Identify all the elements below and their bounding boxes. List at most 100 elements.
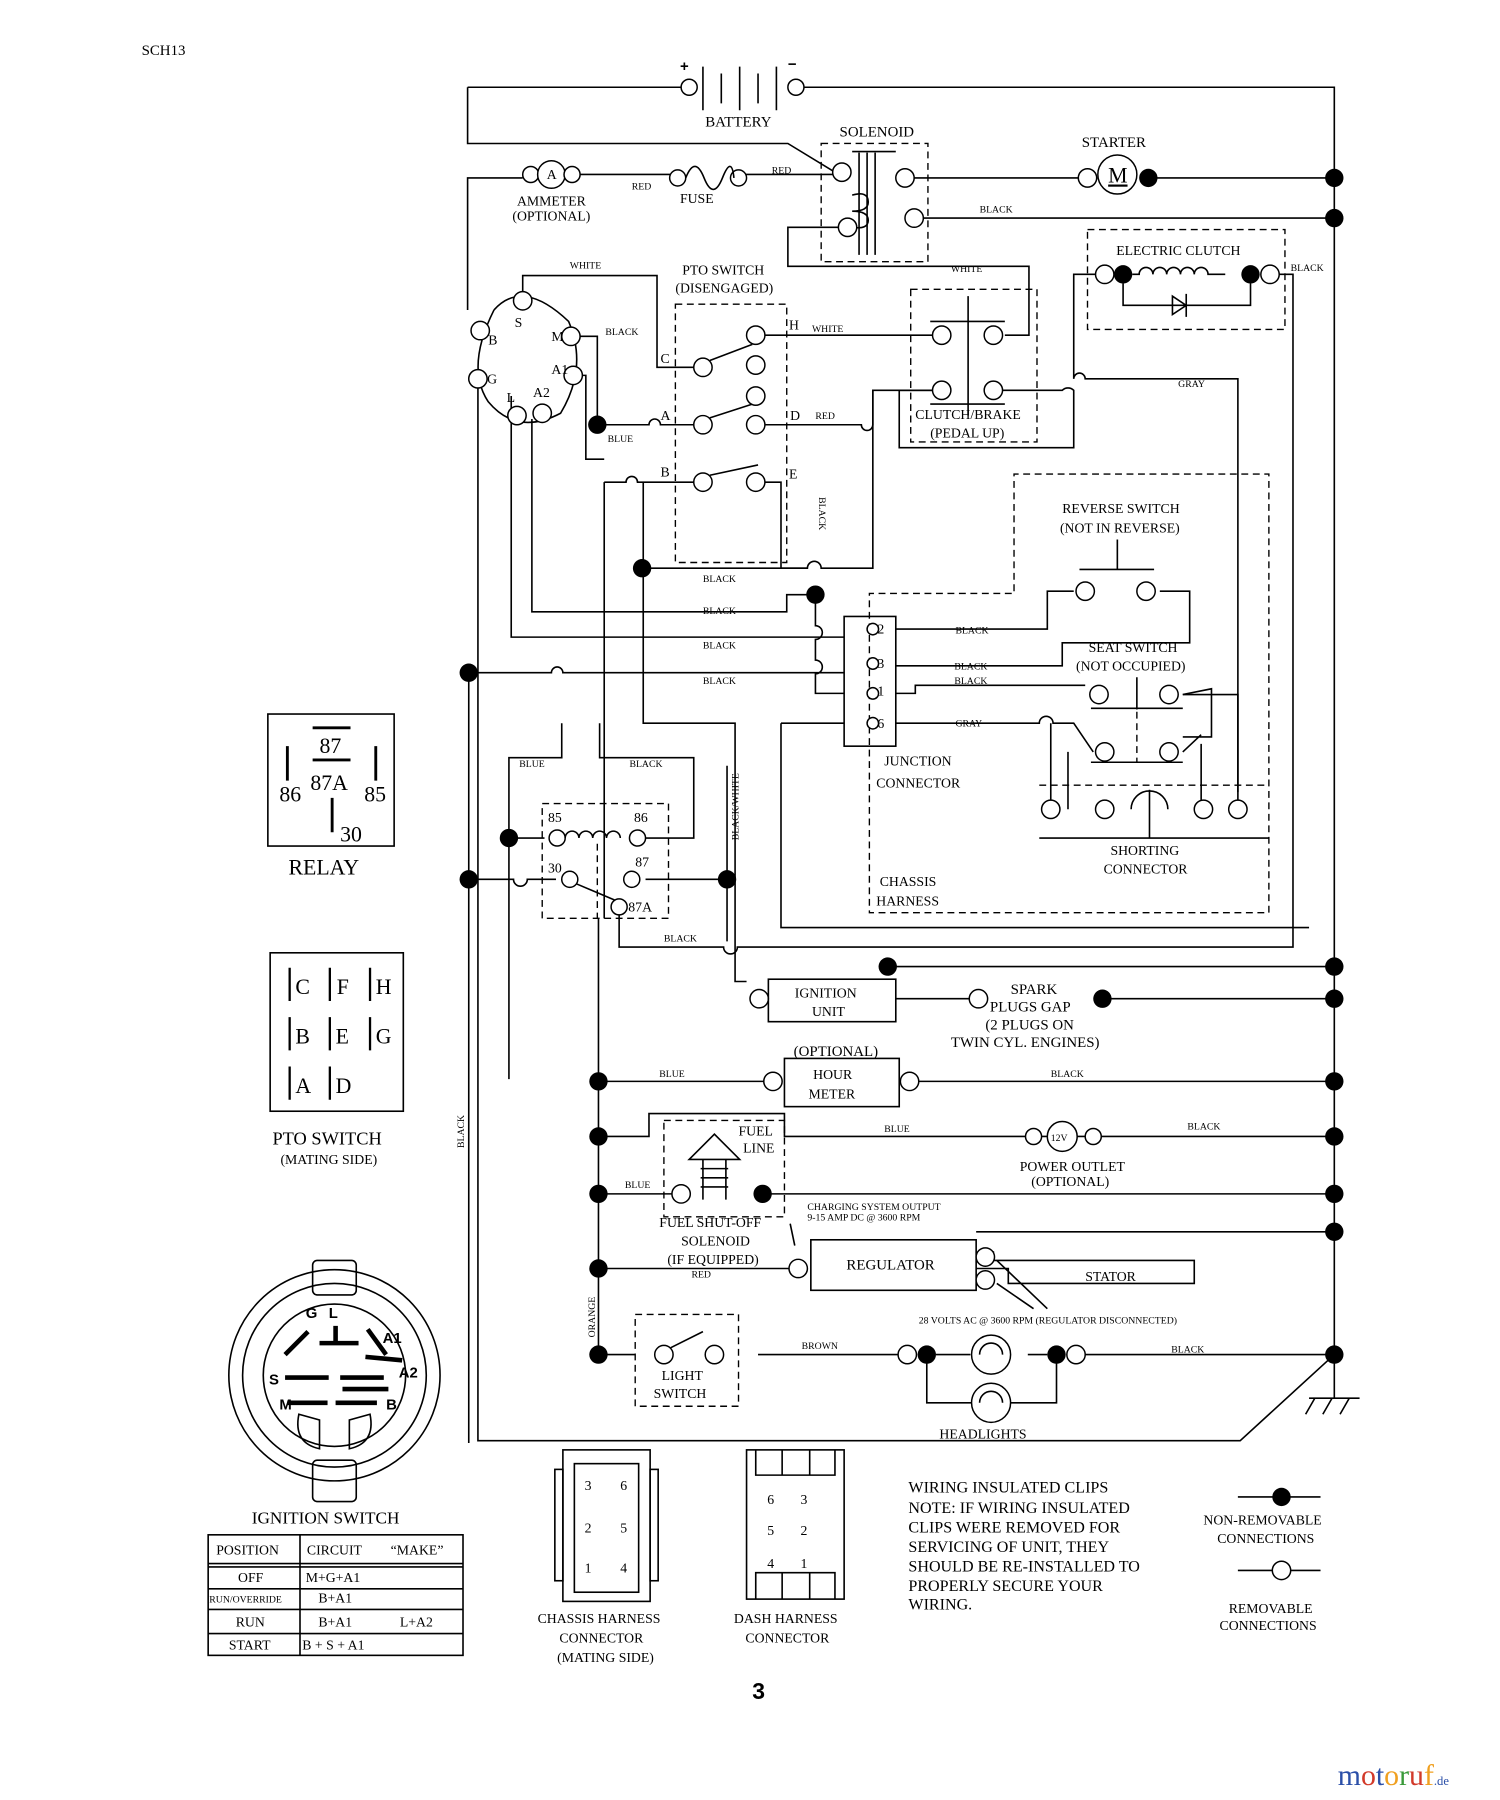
svg-text:9-15 AMP DC @ 3600 RPM: 9-15 AMP DC @ 3600 RPM [807, 1212, 920, 1223]
svg-text:(NOT IN REVERSE): (NOT IN REVERSE) [1060, 521, 1180, 537]
page-number: 3 [752, 1678, 765, 1704]
regulator: CHARGING SYSTEM OUTPUT 9-15 AMP DC @ 360… [788, 1202, 1177, 1327]
battery: + − BATTERY [680, 56, 805, 130]
wire-label: BLUE [519, 759, 545, 770]
svg-text:G: G [306, 1305, 318, 1322]
svg-text:HEADLIGHTS: HEADLIGHTS [939, 1426, 1026, 1441]
svg-text:85: 85 [364, 782, 386, 806]
svg-text:REGULATOR: REGULATOR [846, 1258, 934, 1274]
wire-label: WHITE [812, 324, 843, 335]
svg-text:S: S [515, 315, 523, 330]
svg-text:M+G+A1: M+G+A1 [306, 1570, 361, 1585]
svg-text:B+A1: B+A1 [318, 1615, 352, 1630]
svg-text:REMOVABLE: REMOVABLE [1229, 1601, 1313, 1616]
junction-connector: 2 3 1 6 JUNCTION CONNECTOR [843, 615, 961, 791]
svg-text:M: M [551, 329, 563, 344]
svg-text:CONNECTOR: CONNECTOR [559, 1631, 644, 1646]
svg-text:H: H [789, 317, 799, 332]
main-wiring [466, 86, 1360, 1443]
svg-text:B: B [295, 1024, 310, 1048]
svg-text:STARTER: STARTER [1082, 135, 1146, 151]
svg-text:86: 86 [279, 782, 301, 806]
svg-text:5: 5 [767, 1523, 774, 1538]
wire-label: BLACK [703, 641, 736, 652]
svg-text:motoruf.de: motoruf.de [1338, 1759, 1450, 1792]
ground-junction [1325, 168, 1344, 188]
svg-text:REVERSE SWITCH: REVERSE SWITCH [1062, 501, 1179, 516]
light-switch: LIGHT SWITCH [634, 1313, 740, 1407]
svg-text:B: B [386, 1397, 397, 1414]
svg-text:JUNCTION: JUNCTION [884, 754, 951, 769]
svg-text:(2 PLUGS ON: (2 PLUGS ON [985, 1018, 1074, 1034]
wire-label: BLACK [955, 626, 988, 637]
svg-text:CONNECTIONS: CONNECTIONS [1217, 1531, 1314, 1546]
svg-text:“MAKE”: “MAKE” [391, 1542, 444, 1557]
splice [459, 870, 478, 889]
hour-meter: (OPTIONAL) HOUR METER [763, 1044, 920, 1108]
svg-text:SOLENOID: SOLENOID [681, 1234, 750, 1249]
svg-text:1: 1 [801, 1556, 808, 1571]
svg-text:1: 1 [877, 684, 884, 699]
svg-text:CHASSIS: CHASSIS [880, 874, 937, 889]
svg-text:(MATING SIDE): (MATING SIDE) [557, 1650, 654, 1666]
svg-text:POSITION: POSITION [216, 1542, 279, 1557]
ignition-switch-table: POSITION CIRCUIT “MAKE” OFF M+G+A1 RUN/O… [207, 1534, 464, 1657]
splice [717, 870, 737, 889]
wire-label: BLACK [1171, 1344, 1204, 1355]
wire-label: BLACK [605, 327, 638, 338]
watermark-logo: motoruf.de [1338, 1759, 1450, 1792]
wire-label: BLACK [456, 1115, 467, 1148]
wire-label: RED [691, 1270, 711, 1281]
dash-harness-connector: 6 3 5 2 4 1 DASH HARNESS CONNECTOR [734, 1449, 845, 1646]
svg-text:(DISENGAGED): (DISENGAGED) [675, 281, 773, 297]
svg-text:(OPTIONAL): (OPTIONAL) [512, 208, 590, 224]
svg-text:RUN/OVERRIDE: RUN/OVERRIDE [209, 1595, 282, 1606]
svg-text:87: 87 [635, 855, 649, 870]
svg-text:CHASSIS HARNESS: CHASSIS HARNESS [538, 1611, 661, 1626]
svg-text:F: F [337, 975, 349, 999]
svg-text:CONNECTOR: CONNECTOR [876, 776, 961, 791]
headlights: HEADLIGHTS [897, 1334, 1086, 1441]
svg-text:CLUTCH/BRAKE: CLUTCH/BRAKE [915, 407, 1021, 422]
svg-text:METER: METER [809, 1087, 856, 1102]
svg-text:B: B [488, 332, 497, 347]
svg-text:(NOT OCCUPIED): (NOT OCCUPIED) [1076, 658, 1186, 674]
wire-label: BLACK [954, 676, 987, 687]
schematic-code: SCH13 [142, 43, 186, 59]
svg-text:RELAY: RELAY [289, 856, 360, 880]
wire-label: BLACK [629, 759, 662, 770]
svg-text:B+A1: B+A1 [318, 1591, 352, 1606]
svg-text:LIGHT: LIGHT [662, 1368, 704, 1383]
splice [632, 559, 652, 578]
wire-label: BLUE [608, 434, 633, 445]
svg-text:87A: 87A [628, 899, 652, 914]
svg-text:BATTERY: BATTERY [705, 114, 771, 130]
svg-text:A1: A1 [551, 362, 568, 377]
svg-text:30: 30 [340, 822, 362, 846]
removable-connection-icon [1271, 1560, 1292, 1581]
svg-text:3: 3 [877, 656, 884, 671]
svg-text:30: 30 [548, 860, 562, 875]
svg-text:85: 85 [548, 810, 562, 825]
svg-text:OFF: OFF [238, 1570, 264, 1585]
svg-text:87A: 87A [310, 771, 348, 795]
non-removable-connection-icon [1272, 1487, 1291, 1507]
svg-text:(OPTIONAL): (OPTIONAL) [1031, 1174, 1109, 1190]
svg-text:WIRING.: WIRING. [908, 1596, 972, 1613]
svg-text:2: 2 [877, 622, 884, 637]
chassis-harness-connector: 3 6 2 5 1 4 CHASSIS HARNESS CONNECTOR (M… [538, 1449, 661, 1666]
svg-text:87: 87 [320, 734, 342, 758]
svg-text:S: S [269, 1371, 279, 1388]
svg-text:UNIT: UNIT [812, 1004, 845, 1019]
wire-label: BLACK [703, 676, 736, 687]
svg-text:SWITCH: SWITCH [654, 1386, 707, 1401]
svg-text:L: L [329, 1305, 338, 1322]
svg-text:+: + [680, 58, 689, 75]
svg-text:6: 6 [877, 716, 884, 731]
svg-text:SEAT SWITCH: SEAT SWITCH [1089, 640, 1178, 655]
pto-switch-mating: C F H B E G A D PTO SWITCH (MATING SIDE) [269, 952, 405, 1168]
svg-text:6: 6 [620, 1478, 627, 1493]
svg-text:START: START [229, 1638, 271, 1653]
connection-legend: NON-REMOVABLE CONNECTIONS REMOVABLE CONN… [1203, 1487, 1322, 1633]
